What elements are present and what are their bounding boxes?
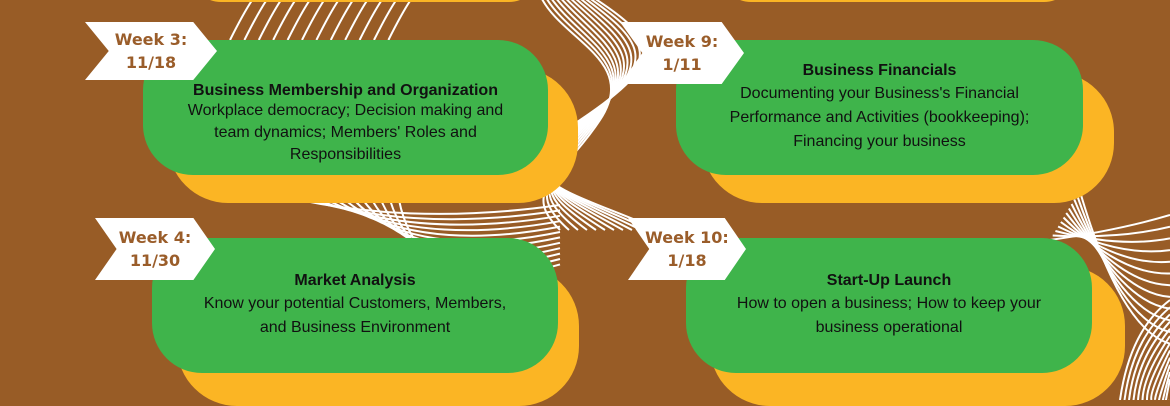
week-date: 1/11 xyxy=(662,55,702,74)
week-4-card: Market Analysis Know your potential Cust… xyxy=(152,238,558,373)
week-9-card: Business Financials Documenting your Bus… xyxy=(676,40,1083,175)
week-label: Week 4: xyxy=(118,228,192,247)
card-description: Documenting your Business's Financial Pe… xyxy=(729,84,1030,150)
week-3-flag: Week 3: 11/18 xyxy=(85,22,217,80)
card-title: Market Analysis xyxy=(294,271,416,289)
week-10-flag: Week 10: 1/18 xyxy=(628,218,746,280)
week-date: 11/18 xyxy=(125,53,177,72)
week-10-card: Start-Up Launch How to open a business; … xyxy=(686,238,1092,373)
card-title: Business Financials xyxy=(802,61,957,79)
week-date: 11/30 xyxy=(129,251,181,270)
card-description: Know your potential Customers, Members, … xyxy=(203,294,507,336)
card-description: How to open a business; How to keep your… xyxy=(736,294,1042,336)
top-card-shadow-left xyxy=(190,0,540,2)
card-title: Business Membership and Organization xyxy=(193,82,498,99)
week-label: Week 3: xyxy=(114,30,188,49)
week-label: Week 9: xyxy=(645,32,719,51)
week-date: 1/18 xyxy=(667,251,707,270)
week-label: Week 10: xyxy=(645,228,729,247)
card-title: Start-Up Launch xyxy=(826,271,952,289)
week-3-card: Business Membership and Organization Wor… xyxy=(143,40,548,175)
card-description: Workplace democracy; Decision making and… xyxy=(187,102,504,163)
top-card-shadow-right xyxy=(720,0,1075,2)
